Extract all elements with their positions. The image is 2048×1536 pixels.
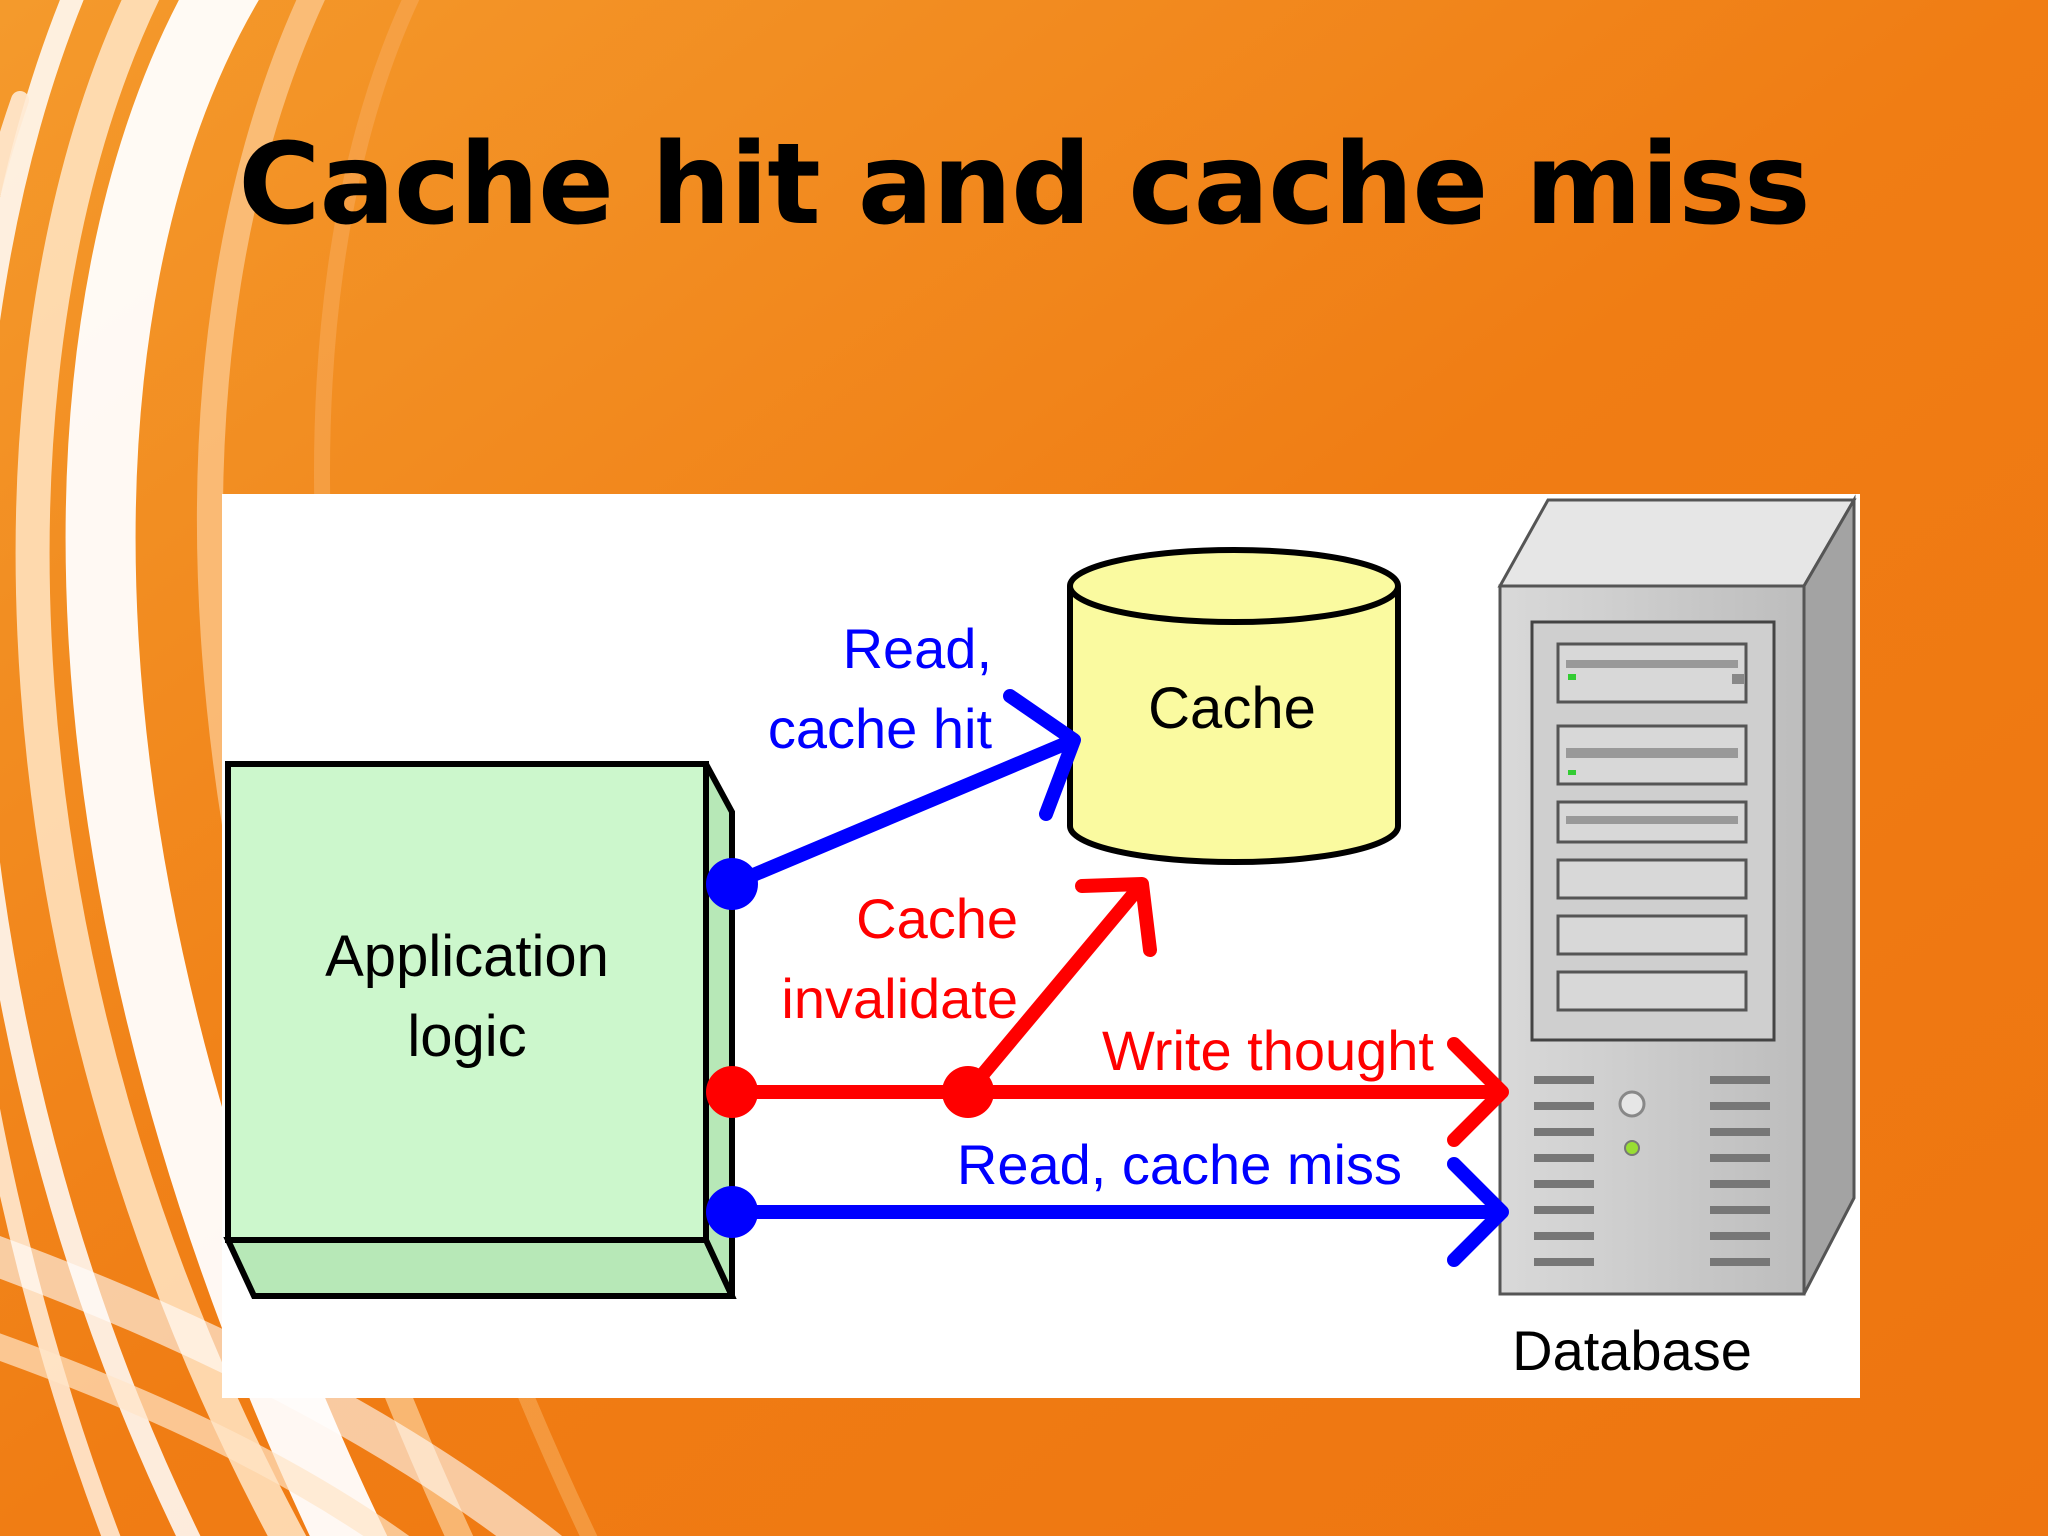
slide-title: Cache hit and cache miss bbox=[238, 120, 1810, 250]
cache-cylinder: Cache bbox=[1067, 547, 1401, 865]
cache-invalidate-label-line1: Cache bbox=[856, 887, 1018, 950]
read-cache-hit-label-line2: cache hit bbox=[768, 697, 993, 760]
read-cache-hit-label-line1: Read, bbox=[843, 617, 992, 680]
write-through-arrow: Write thought bbox=[706, 1019, 1509, 1147]
server-vent-grille bbox=[1534, 1076, 1770, 1266]
write-through-label: Write thought bbox=[1102, 1019, 1434, 1082]
database-label: Database bbox=[1512, 1319, 1752, 1382]
cache-diagram-canvas: Application logic Cache bbox=[223, 494, 1857, 1382]
application-logic-label-line2: logic bbox=[407, 1004, 526, 1069]
cache-invalidate-arrow: Cache invalidate bbox=[781, 877, 1157, 1097]
database-server-icon: Database bbox=[1497, 494, 1857, 1382]
power-button-icon bbox=[1618, 1090, 1646, 1118]
application-logic-label-line1: Application bbox=[325, 924, 609, 989]
read-cache-miss-arrow: Read, cache miss bbox=[706, 1133, 1509, 1267]
application-logic-box: Application logic bbox=[223, 761, 737, 1299]
cache-label: Cache bbox=[1148, 676, 1316, 741]
power-led-icon bbox=[1624, 1140, 1640, 1156]
read-cache-miss-label: Read, cache miss bbox=[957, 1133, 1402, 1196]
read-cache-hit-arrow: Read, cache hit bbox=[706, 617, 1081, 910]
cache-diagram: Application logic Cache bbox=[222, 494, 1860, 1398]
cache-invalidate-label-line2: invalidate bbox=[781, 967, 1018, 1030]
